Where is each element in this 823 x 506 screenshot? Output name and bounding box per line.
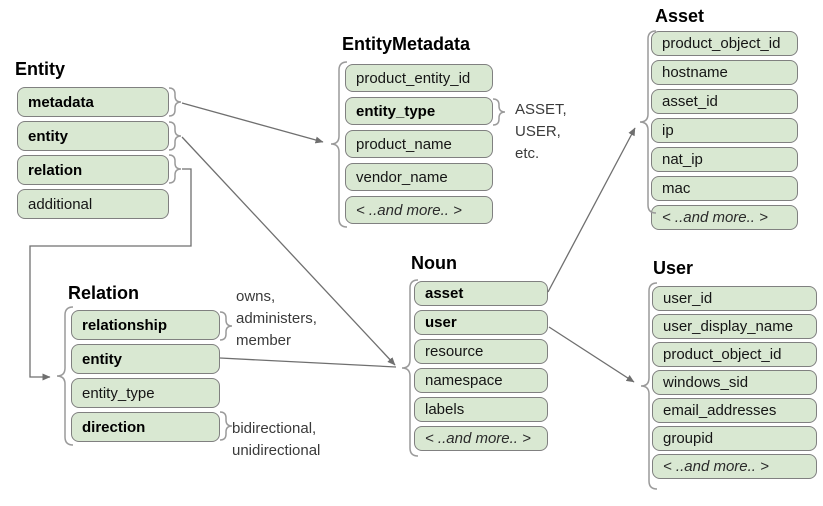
annotation-line: ASSET,: [515, 101, 567, 118]
field-row-ip: ip: [651, 118, 798, 143]
relation-box: relationship entity entity_type directio…: [71, 310, 220, 442]
relationship-values-note: owns, administers, member: [236, 286, 317, 352]
noun-box-title: Noun: [411, 253, 457, 273]
brace-direction-field: [219, 411, 233, 441]
field-row-product-object-id: product_object_id: [651, 31, 798, 56]
field-row-and-more: < ..and more.. >: [414, 426, 548, 451]
field-row-user-id: user_id: [652, 286, 817, 311]
field-row-user-display-name: user_display_name: [652, 314, 817, 339]
annotation-line: etc.: [515, 145, 540, 162]
field-row-asset-id: asset_id: [651, 89, 798, 114]
arrow-noun-user-to-user: [548, 326, 635, 383]
field-row-email-addresses: email_addresses: [652, 398, 817, 423]
field-row-namespace: namespace: [414, 368, 548, 393]
field-row-product-entity-id: product_entity_id: [345, 64, 493, 92]
brace-relationship-field: [219, 311, 233, 341]
field-row-windows-sid: windows_sid: [652, 370, 817, 395]
field-row-and-more: < ..and more.. >: [652, 454, 817, 479]
user-box-title: User: [653, 258, 694, 278]
field-row-metadata: metadata: [17, 87, 169, 117]
entity-box-title: Entity: [15, 59, 66, 79]
annotation-line: administers,: [236, 310, 317, 327]
field-row-product-name: product_name: [345, 130, 493, 158]
field-row-vendor-name: vendor_name: [345, 163, 493, 191]
field-row-groupid: groupid: [652, 426, 817, 451]
field-row-entity-type: entity_type: [71, 378, 220, 408]
entity-metadata-box: product_entity_id entity_type product_na…: [345, 64, 493, 224]
entity-box: metadata entity relation additional: [17, 87, 169, 219]
field-row-entity-type: entity_type: [345, 97, 493, 125]
brace-entity-entity-field: [168, 121, 182, 151]
noun-box: asset user resource namespace labels < .…: [414, 281, 548, 451]
field-row-hostname: hostname: [651, 60, 798, 85]
asset-box-title: Asset: [655, 6, 705, 26]
annotation-line: unidirectional: [232, 442, 321, 459]
arrow-metadata-to-entitymetadata: [181, 102, 324, 144]
arrow-relation-entity-to-noun: [219, 357, 397, 368]
brace-entity-type-field: [492, 98, 506, 126]
annotation-line: USER,: [515, 123, 561, 140]
field-row-mac: mac: [651, 176, 798, 201]
entity-metadata-box-title: EntityMetadata: [342, 34, 471, 54]
field-row-direction: direction: [71, 412, 220, 442]
field-row-relationship: relationship: [71, 310, 220, 340]
field-row-resource: resource: [414, 339, 548, 364]
field-row-labels: labels: [414, 397, 548, 422]
brace-entity-relation-field: [168, 154, 182, 184]
annotation-line: member: [236, 332, 292, 349]
field-row-entity: entity: [17, 121, 169, 151]
asset-box: product_object_id hostname asset_id ip n…: [651, 31, 798, 230]
direction-values-note: bidirectional, unidirectional: [232, 418, 320, 462]
relation-box-title: Relation: [68, 283, 140, 303]
field-row-entity: entity: [71, 344, 220, 374]
field-row-product-object-id: product_object_id: [652, 342, 817, 367]
entity-type-values-note: ASSET, USER, etc.: [515, 99, 567, 165]
field-row-and-more: < ..and more.. >: [651, 205, 798, 230]
field-row-and-more: < ..and more.. >: [345, 196, 493, 224]
brace-entity-metadata-field: [168, 87, 182, 117]
field-row-user: user: [414, 310, 548, 335]
field-row-additional: additional: [17, 189, 169, 219]
field-row-nat-ip: nat_ip: [651, 147, 798, 172]
user-box: user_id user_display_name product_object…: [652, 286, 817, 479]
annotation-line: owns,: [236, 288, 276, 305]
field-row-relation: relation: [17, 155, 169, 185]
annotation-line: bidirectional,: [232, 420, 317, 437]
field-row-asset: asset: [414, 281, 548, 306]
